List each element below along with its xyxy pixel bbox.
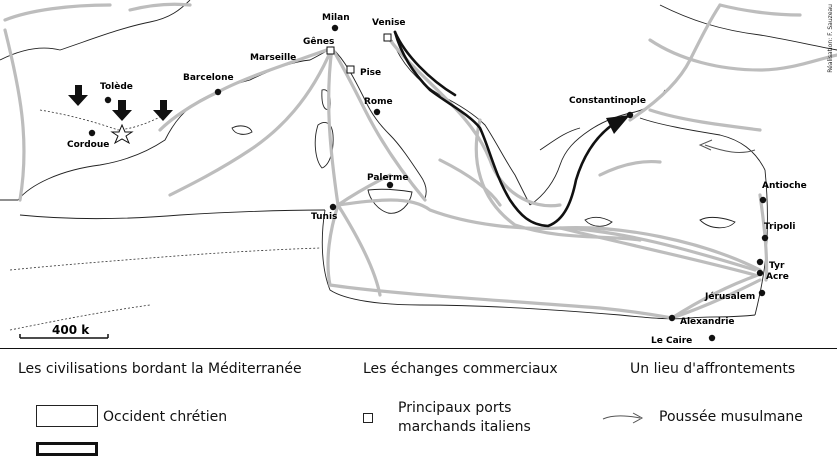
legend-echanges-title: Les échanges commerciaux [363, 361, 558, 377]
city-label: Rome [364, 97, 393, 107]
poussee-arrow-icon [602, 412, 644, 424]
city-label: Palerme [367, 173, 409, 183]
legend: Les civilisations bordant la Méditerrané… [0, 349, 837, 456]
city-label: Marseille [250, 53, 296, 63]
city-label: Jérusalem [704, 291, 755, 302]
city-label: Le Caire [651, 336, 692, 346]
city-label: Tyr [769, 261, 785, 271]
credit-text: Réalisation: F. Sauzeau [827, 4, 834, 73]
city-label: Constantinople [569, 96, 646, 106]
poussee-label: Poussée musulmane [659, 409, 803, 425]
legend-civilisations-title: Les civilisations bordant la Méditerrané… [18, 361, 302, 377]
city-label: Cordoue [67, 140, 109, 150]
city-label: Alexandrie [680, 317, 735, 327]
coastlines [0, 0, 837, 320]
mediterranean-map: Milan Venise Gênes Pise Marseille Barcel… [0, 0, 837, 349]
city-label: Pise [360, 68, 381, 78]
occident-label: Occident chrétien [103, 409, 228, 425]
city-label: Tripoli [764, 222, 795, 232]
ports-label-line1: Principaux ports [398, 400, 512, 416]
city-label: Milan [322, 13, 350, 23]
port-square-icon [363, 413, 373, 423]
second-civilisation-swatch [36, 442, 98, 456]
ports-label-line2: marchands italiens [398, 419, 531, 435]
occident-swatch [36, 405, 98, 427]
city-label: Barcelone [183, 73, 234, 83]
legend-affrontement-title: Un lieu d'affrontements [630, 361, 796, 377]
battle-star-icon [110, 123, 134, 145]
city-label: Gênes [303, 36, 334, 47]
scale-label: 400 k [52, 323, 90, 337]
city-label: Tolède [100, 81, 133, 92]
city-label: Tunis [311, 212, 337, 222]
city-label: Antioche [762, 181, 807, 191]
city-label: Acre [766, 272, 789, 282]
city-label: Venise [372, 18, 406, 28]
